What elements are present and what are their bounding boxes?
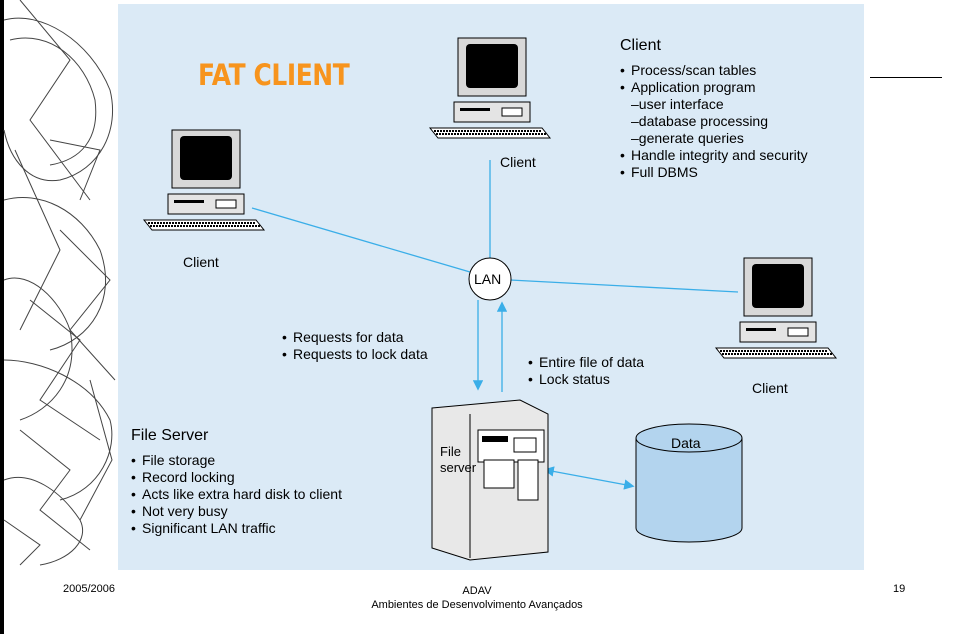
sub-bullet-item: user interface (620, 96, 808, 113)
bullet-item: Handle integrity and security (620, 147, 808, 164)
link-lan-left-client (251, 207, 471, 273)
header-rule (870, 77, 942, 78)
computer-icon-top (429, 37, 551, 139)
data-label: Data (671, 435, 701, 451)
bullet-item: Entire file of data (528, 354, 644, 371)
computer-icon-left (143, 129, 265, 231)
footer-center: ADAV Ambientes de Desenvolvimento Avança… (0, 584, 954, 612)
footer-page-number: 19 (893, 583, 906, 595)
client-label-left: Client (183, 254, 219, 270)
footer-course-name: Ambientes de Desenvolvimento Avançados (371, 599, 583, 611)
bullet-item: Requests for data (282, 329, 428, 346)
bullet-item: Significant LAN traffic (131, 520, 342, 537)
requests-list: Requests for dataRequests to lock data (282, 329, 428, 363)
computer-icon-right (715, 257, 837, 359)
decorative-sketch (3, 0, 116, 566)
file-server-label: File server (440, 444, 476, 476)
bullet-item: Record locking (131, 469, 342, 486)
bullet-item: Lock status (528, 371, 644, 388)
slide-left-border (0, 0, 4, 634)
footer-year: 2005/2006 (63, 583, 115, 595)
bullet-item: File storage (131, 452, 342, 469)
link-lan-right-client (509, 279, 739, 293)
responses-list: Entire file of dataLock status (528, 354, 644, 388)
lan-label: LAN (474, 271, 502, 287)
bullet-item: Requests to lock data (282, 346, 428, 363)
file-server-label-line2: server (440, 460, 477, 475)
slide-title: FAT CLIENT (198, 58, 350, 92)
file-server-icon (431, 399, 549, 561)
database-icon (635, 423, 743, 543)
file-server-info-list: File storageRecord lockingActs like extr… (131, 452, 342, 537)
link-server-data (543, 466, 635, 490)
bullet-item: Full DBMS (620, 164, 808, 181)
bullet-item: Not very busy (131, 503, 342, 520)
bullet-item: Process/scan tables (620, 62, 808, 79)
file-server-label-line1: File (440, 444, 461, 459)
footer-course-code: ADAV (462, 585, 492, 597)
client-info-heading: Client (620, 37, 661, 54)
bullet-item: Acts like extra hard disk to client (131, 486, 342, 503)
lan-node (468, 257, 512, 301)
client-label-top: Client (500, 154, 536, 170)
sub-bullet-item: database processing (620, 113, 808, 130)
file-server-info-heading: File Server (131, 427, 209, 444)
client-info-list: Process/scan tablesApplication programus… (620, 62, 808, 181)
bullet-item: Application program (620, 79, 808, 96)
sub-bullet-item: generate queries (620, 130, 808, 147)
client-label-right: Client (752, 380, 788, 396)
